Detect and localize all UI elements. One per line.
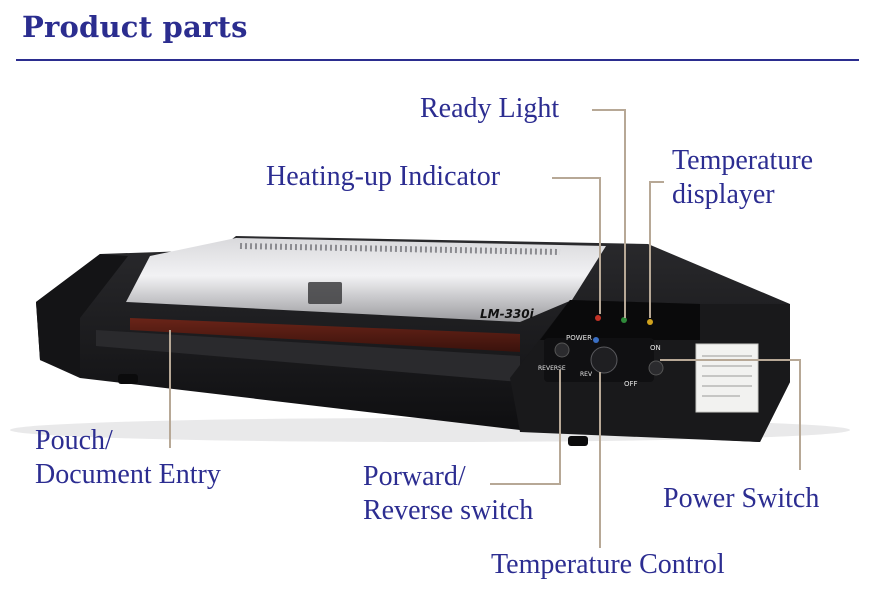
vent-holes [239, 243, 561, 255]
panel-power-label: POWER [566, 334, 592, 342]
callout-pouch-entry: Pouch/ Document Entry [35, 424, 221, 492]
spec-sticker [695, 343, 759, 413]
forward-reverse-switch[interactable] [554, 342, 570, 358]
leader-power-switch [660, 359, 801, 470]
left-end-cap [36, 254, 128, 376]
callout-pouch-line1: Pouch/ [35, 425, 113, 456]
power-switch-knob[interactable] [648, 360, 664, 376]
power-led [593, 337, 599, 343]
title-divider [16, 59, 859, 61]
brand-logo [308, 282, 342, 304]
heating-led [595, 315, 601, 321]
pouch-entry-slot [130, 318, 520, 352]
callout-forward-reverse-line1: Porward/ [363, 461, 466, 492]
callout-temperature-displayer: Temperature displayer [672, 144, 813, 212]
temperature-display-led [647, 319, 653, 325]
silver-top-cover [126, 238, 606, 322]
display-window [540, 300, 700, 340]
panel-reverse-label: REVERSE [538, 365, 566, 372]
callout-pouch-line2: Document Entry [35, 459, 221, 490]
leader-ready-light [592, 109, 626, 318]
foot-right [568, 436, 588, 446]
sticker-lines [702, 355, 752, 397]
callout-temperature-control: Temperature Control [491, 549, 725, 580]
leader-lines [169, 109, 801, 548]
callout-forward-reverse-line2: Reverse switch [363, 495, 534, 526]
callout-temperature-displayer-line2: displayer [672, 179, 775, 210]
model-label: LM-330i [480, 307, 535, 321]
callout-heating-indicator: Heating-up Indicator [266, 161, 501, 192]
temperature-knob[interactable] [590, 346, 618, 374]
foot-left [118, 374, 138, 384]
callout-ready-light: Ready Light [420, 93, 560, 124]
panel-on-label: ON [650, 344, 661, 352]
panel-rev-label: REV [580, 371, 593, 378]
callout-forward-reverse: Porward/ Reverse switch [363, 460, 533, 528]
callout-temperature-displayer-line1: Temperature [672, 145, 814, 176]
ready-led [621, 317, 627, 323]
leader-forward-reverse [490, 370, 561, 485]
panel-off-label: OFF [624, 380, 638, 388]
feed-tray [96, 330, 520, 382]
leader-heating-indicator [552, 177, 601, 314]
leader-temperature-displayer [649, 181, 664, 318]
page-title: Product parts [22, 10, 248, 44]
callout-power-switch: Power Switch [663, 483, 820, 514]
